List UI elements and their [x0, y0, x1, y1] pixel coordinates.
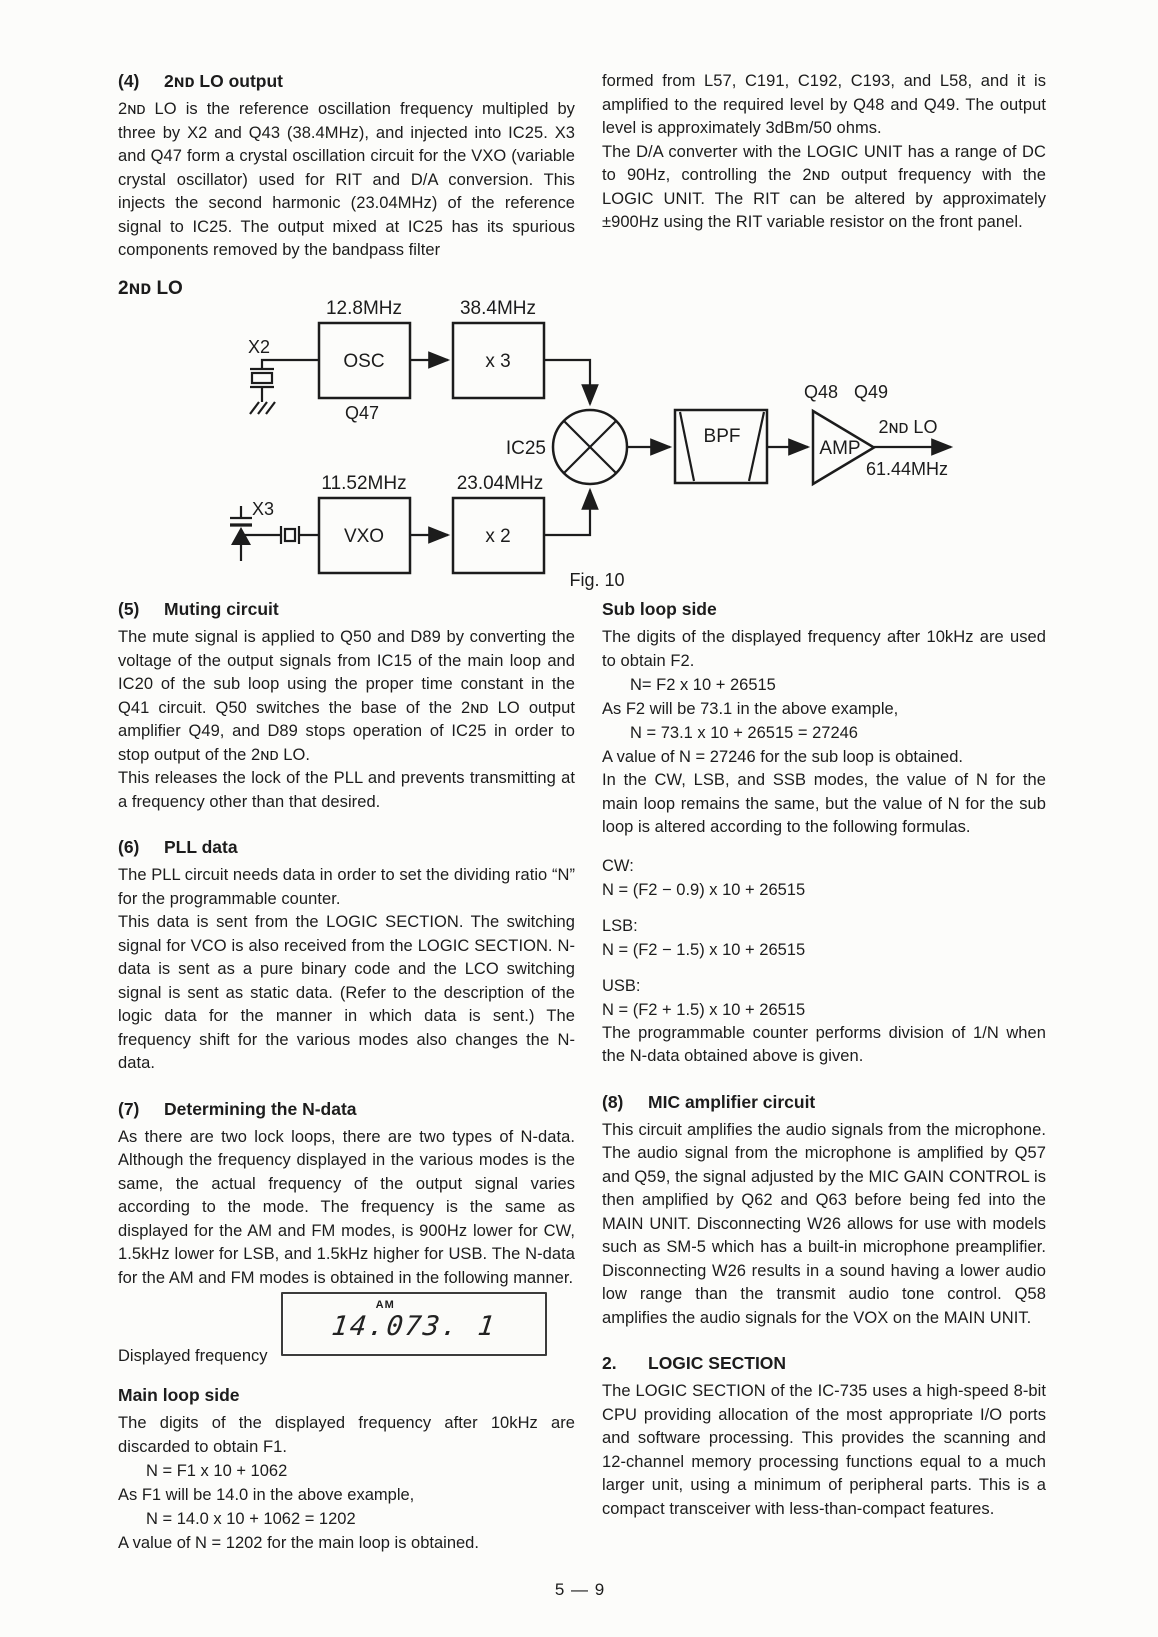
sub-loop-heading: Sub loop side [602, 599, 717, 619]
sub-loop-body: The digits of the displayed frequency af… [602, 628, 1046, 670]
x2-crystal-icon [250, 358, 319, 402]
amp-icon: AMP [811, 408, 877, 487]
x3-crystal-icon [241, 526, 319, 544]
section-6-body-1: The PLL circuit needs data in order to s… [118, 866, 575, 908]
section-6-number: (6) [118, 837, 140, 857]
fig10-block-diagram: 2ɴᴅ LO X2 12.8MHz OSC Q47 [118, 278, 954, 590]
right-top-paragraph-1: formed from L57, C191, C192, C193, and L… [602, 72, 1046, 137]
logic-section-title: LOGIC SECTION [648, 1353, 787, 1373]
main-loop-body: The digits of the displayed frequency af… [118, 1414, 575, 1456]
q47-label: Q47 [345, 403, 379, 423]
q49-label: Q49 [854, 382, 888, 402]
top-band: (4) 2ɴᴅ LO output 2ɴᴅ LO is the referenc… [118, 70, 1046, 263]
section-6-title: PLL data [164, 837, 238, 857]
section-4-number: (4) [118, 71, 140, 91]
osc-label: OSC [343, 351, 384, 372]
x2-label: x 2 [485, 526, 510, 547]
frequency-display: AM 14.073. 1 [281, 1292, 547, 1356]
bpf-block: BPF [673, 408, 769, 485]
x3-label: x 3 [485, 351, 510, 372]
sub-loop-line-2: A value of N = 27246 for the sub loop is… [602, 748, 963, 766]
cw-label: CW: [602, 856, 634, 875]
section-7-body: As there are two lock loops, there are t… [118, 1127, 575, 1287]
ground-icon [249, 401, 276, 415]
x3-varactor-icon [230, 506, 252, 561]
frequency-readout: 14.073. 1 [329, 1311, 499, 1342]
amp-label: AMP [819, 438, 860, 459]
osc-freq-label: 12.8MHz [326, 298, 402, 319]
usb-label: USB: [602, 976, 641, 995]
section-4-body: 2ɴᴅ LO is the reference oscillation freq… [118, 100, 575, 259]
section-6-heading: (6) PLL data [118, 836, 575, 858]
sub-loop-line-1: As F2 will be 73.1 in the above example, [602, 700, 899, 718]
figure-title-label: 2ɴᴅ LO [118, 278, 183, 299]
section-8-heading: (8) MIC amplifier circuit [602, 1091, 1046, 1113]
left-column-top: (4) 2ɴᴅ LO output 2ɴᴅ LO is the referenc… [118, 70, 575, 263]
counter-paragraph: The programmable counter performs divisi… [602, 1023, 1046, 1066]
section-5-body-2: This releases the lock of the PLL and pr… [118, 769, 575, 811]
display-figure: Displayed frequency AM 14.073. 1 [118, 1292, 575, 1370]
vxo-label: VXO [344, 526, 384, 547]
main-loop-formula-1: N = F1 x 10 + 1062 [146, 1462, 288, 1480]
right-top-paragraph-2: The D/A converter with the LOGIC UNIT ha… [602, 142, 1046, 232]
x3-multiplier-block: x 3 [451, 321, 546, 400]
right-column-top: formed from L57, C191, C192, C193, and L… [602, 70, 1046, 263]
section-8-body: This circuit amplifies the audio signals… [602, 1120, 1046, 1327]
fig10-figure: 2ɴᴅ LO X2 12.8MHz OSC Q47 [100, 268, 960, 598]
section-4-heading: (4) 2ɴᴅ LO output [118, 70, 575, 92]
page-number: 5 — 9 [554, 1580, 606, 1599]
display-caption: Displayed frequency [118, 1347, 268, 1365]
logic-section-body: The LOGIC SECTION of the IC-735 uses a h… [602, 1382, 1046, 1518]
ic25-label: IC25 [506, 438, 546, 459]
x2-to-mixer-arrow [544, 487, 599, 537]
figure-caption: Fig. 10 [569, 570, 624, 590]
bpf-label: BPF [704, 426, 741, 447]
vxo-freq-label: 11.52MHz [321, 473, 406, 494]
section-5-body-1: The mute signal is applied to Q50 and D8… [118, 628, 575, 764]
section-8-title: MIC amplifier circuit [648, 1091, 816, 1112]
sub-loop-formula-2: N = 73.1 x 10 + 26515 = 27246 [630, 724, 858, 742]
am-mode-indicator: AM [375, 1299, 395, 1311]
x3-ref-label: X3 [252, 499, 274, 519]
main-loop-line-1: As F1 will be 14.0 in the above example, [118, 1486, 415, 1504]
modes-paragraph: In the CW, LSB, and SSB modes, the value… [602, 771, 1046, 836]
x3-freq-label: 38.4MHz [460, 298, 536, 319]
section-7-title: Determining the N-data [164, 1098, 357, 1119]
section-8-number: (8) [602, 1091, 624, 1112]
lsb-label: LSB: [602, 916, 638, 935]
osc-block: OSC [317, 321, 412, 400]
right-column-bottom: Sub loop side The digits of the displaye… [602, 598, 1046, 1555]
section-7-number: (7) [118, 1098, 140, 1119]
usb-formula: N = (F2 + 1.5) x 10 + 26515 [602, 1000, 806, 1019]
x2-ref-label: X2 [248, 337, 270, 357]
mixer-icon [551, 408, 629, 486]
section-4-title: 2ɴᴅ LO output [164, 71, 283, 91]
main-loop-line-2: A value of N = 1202 for the main loop is… [118, 1534, 479, 1552]
logic-section-heading: 2. LOGIC SECTION [602, 1352, 1046, 1374]
q48-label: Q48 [804, 382, 838, 402]
section-5-number: (5) [118, 599, 140, 619]
section-6-body-2: This data is sent from the LOGIC SECTION… [118, 913, 575, 1072]
left-column-bottom: (5) Muting circuit The mute signal is ap… [118, 598, 575, 1555]
section-5-title: Muting circuit [164, 599, 279, 619]
main-loop-heading: Main loop side [118, 1385, 240, 1405]
section-5-heading: (5) Muting circuit [118, 598, 575, 620]
section-7-heading: (7) Determining the N-data [118, 1098, 575, 1120]
bottom-band: (5) Muting circuit The mute signal is ap… [118, 598, 1046, 1555]
vxo-block: VXO [317, 496, 412, 575]
cw-formula: N = (F2 − 0.9) x 10 + 26515 [602, 880, 806, 899]
sub-loop-formula-1: N= F2 x 10 + 26515 [630, 676, 776, 694]
x2-freq-label: 23.04MHz [457, 473, 544, 494]
output-freq-label: 61.44MHz [866, 459, 948, 479]
x3-to-mixer-arrow [544, 358, 599, 407]
lsb-formula: N = (F2 − 1.5) x 10 + 26515 [602, 940, 806, 959]
x2-multiplier-block: x 2 [451, 496, 546, 575]
main-loop-formula-2: N = 14.0 x 10 + 1062 = 1202 [146, 1510, 356, 1528]
logic-section-number: 2. [602, 1353, 617, 1373]
output-name-label: 2ɴᴅ LO [879, 417, 938, 437]
